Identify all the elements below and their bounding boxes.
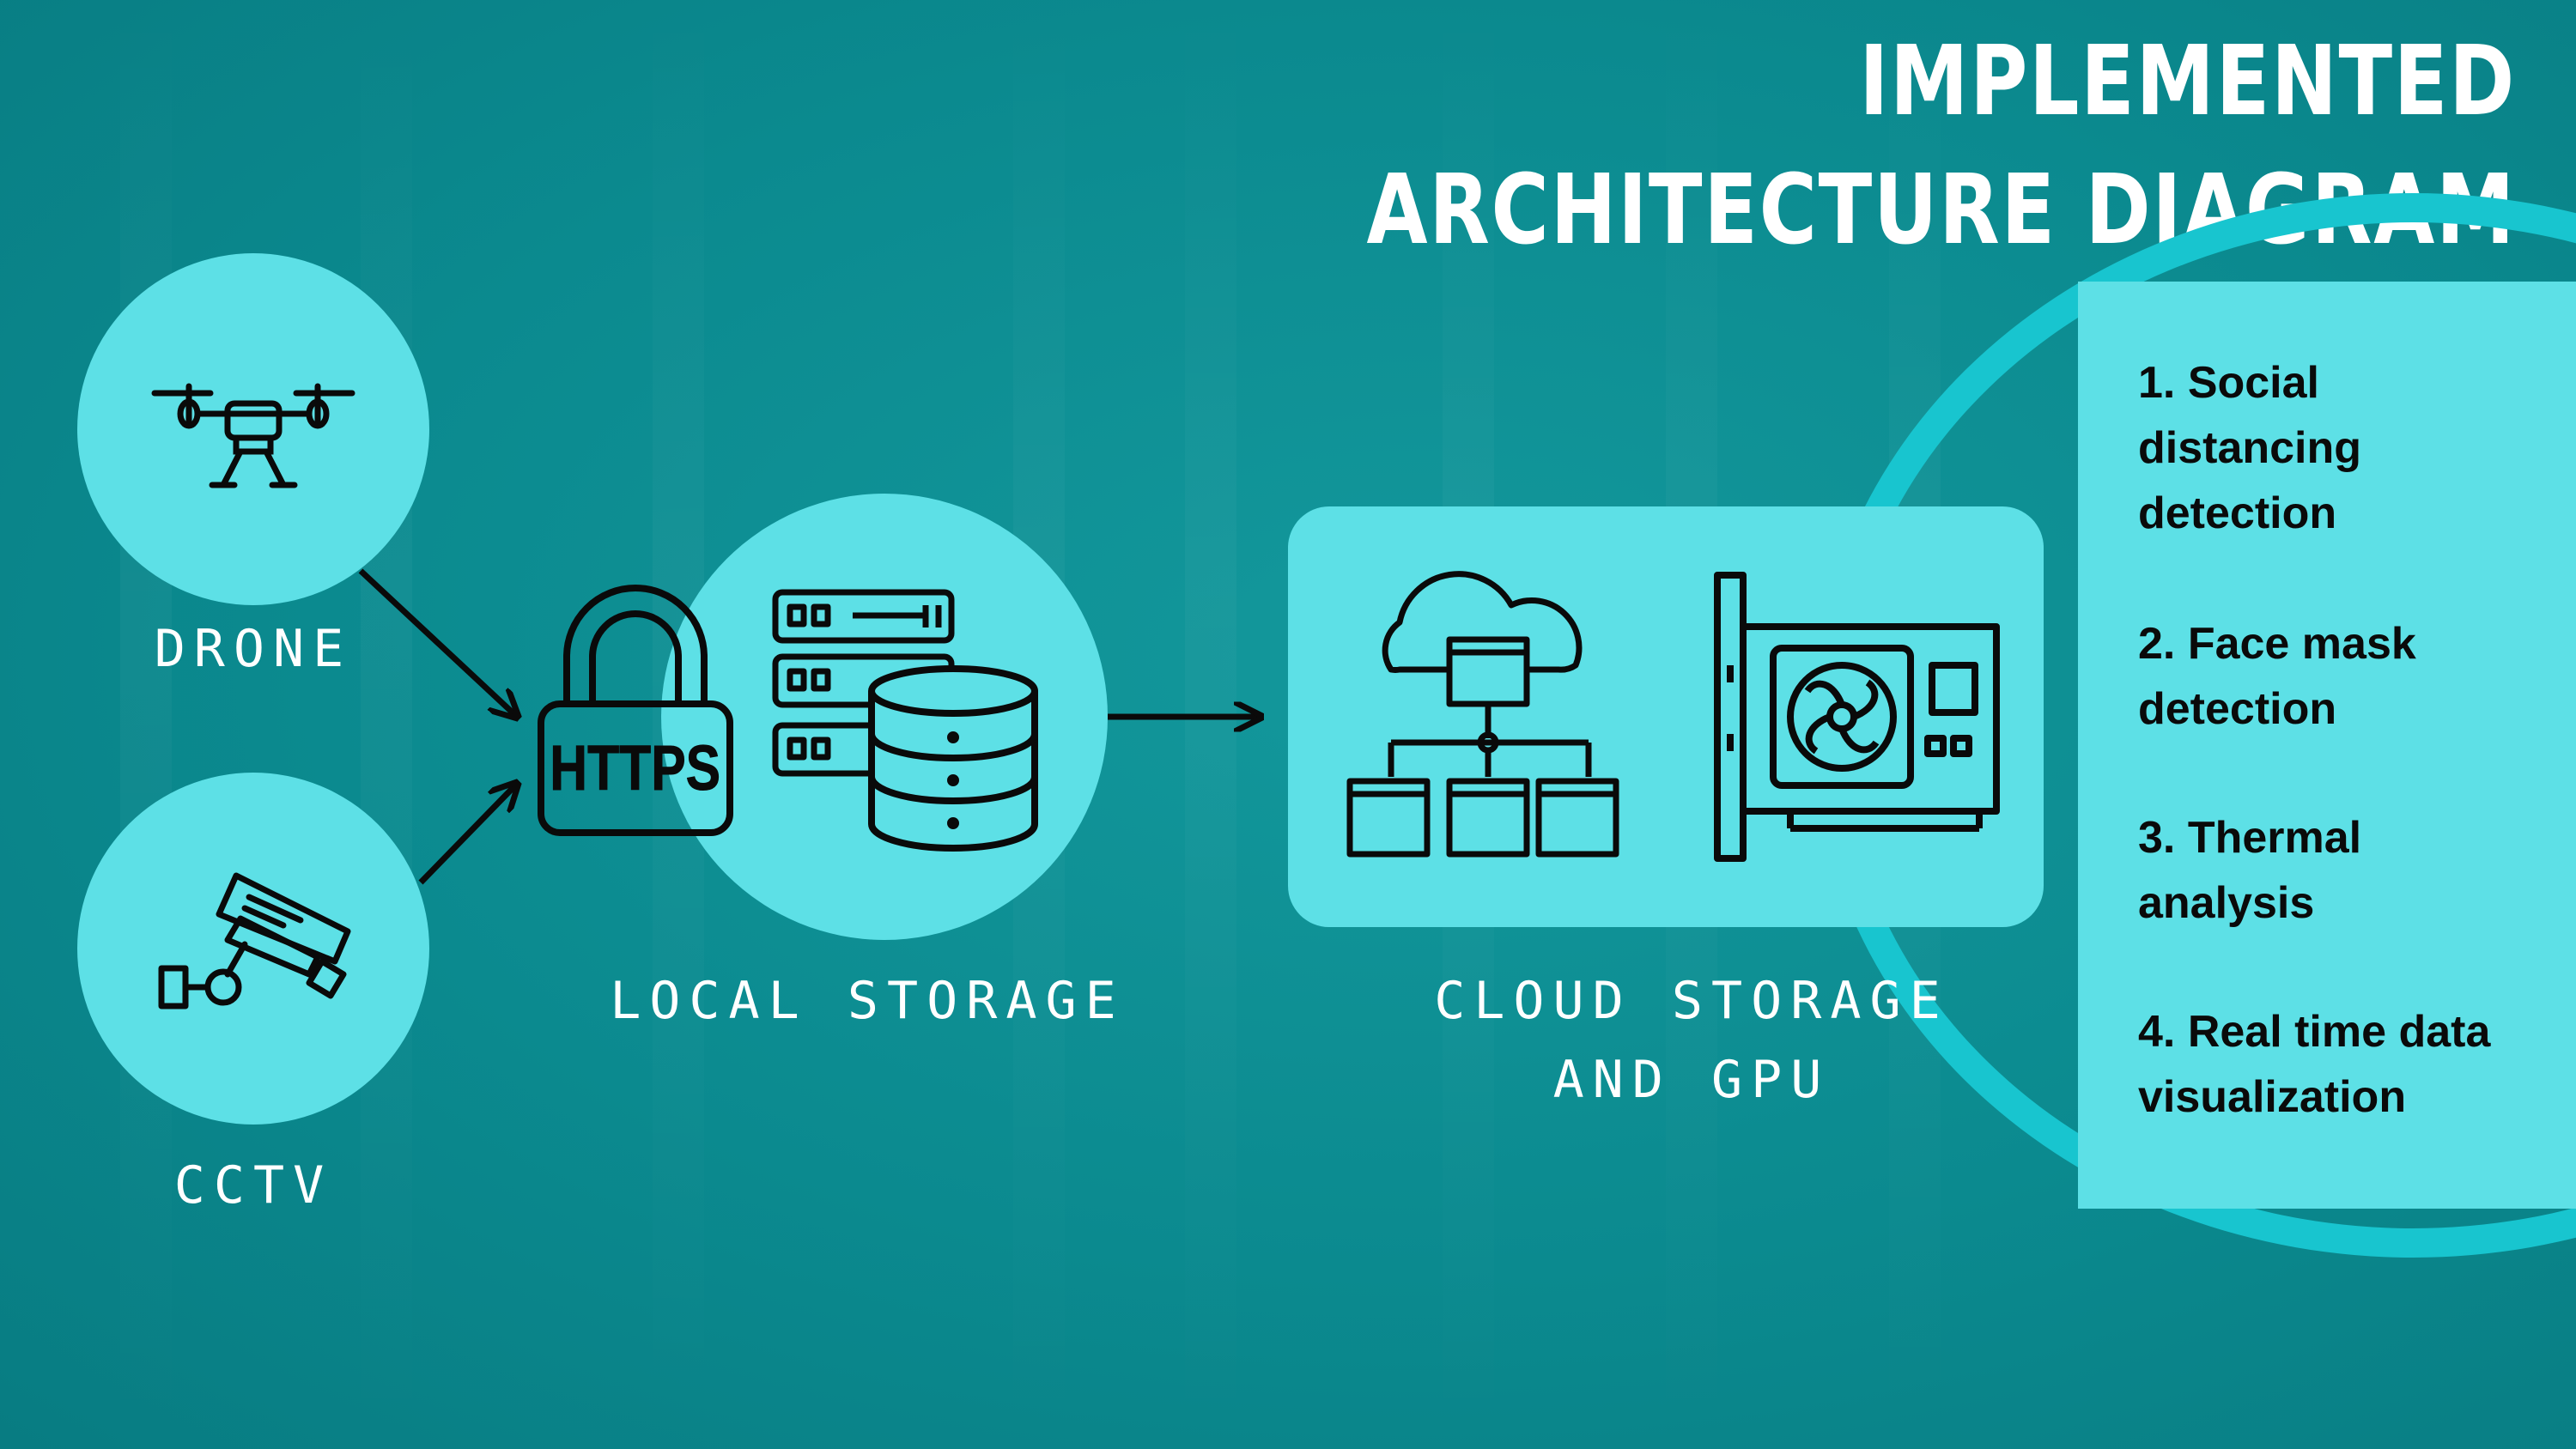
drone-node bbox=[77, 253, 429, 605]
drone-icon bbox=[151, 383, 355, 488]
gpu-card-icon bbox=[1714, 572, 2000, 862]
cctv-camera-icon bbox=[158, 872, 351, 1009]
feature-item: 4. Real time data visualization bbox=[2138, 1007, 2491, 1122]
database-icon bbox=[868, 665, 1038, 852]
feature-item: 3. Thermal analysis bbox=[2138, 813, 2362, 928]
background-texture bbox=[120, 0, 172, 1449]
cloud-network-icon bbox=[1346, 571, 1619, 858]
local-storage-label: LOCAL STORAGE bbox=[610, 971, 1125, 1031]
https-lock-icon: HTTPS bbox=[538, 585, 733, 836]
feature-item: 1. Social distancing detection bbox=[2138, 358, 2362, 538]
https-text: HTTPS bbox=[550, 733, 720, 803]
feature-list-panel: 1. Social distancing detection 2. Face m… bbox=[2078, 282, 2576, 1209]
background-texture bbox=[361, 0, 412, 1449]
cctv-label: CCTV bbox=[173, 1155, 333, 1216]
drone-label: DRONE bbox=[154, 619, 353, 679]
drone-to-local-arrow bbox=[358, 568, 515, 715]
background-texture bbox=[1185, 0, 1236, 1449]
feature-item: 2. Face mask detection bbox=[2138, 619, 2416, 734]
cctv-to-local-arrow bbox=[418, 785, 515, 885]
server-rack-icon bbox=[772, 589, 955, 777]
cloud-storage-label: CLOUD STORAGE AND GPU bbox=[1434, 971, 1949, 1110]
